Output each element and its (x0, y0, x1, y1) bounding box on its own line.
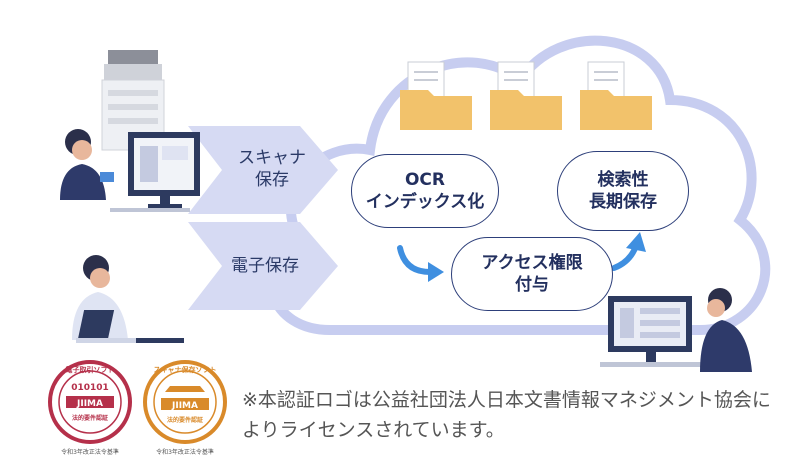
svg-text:010101: 010101 (71, 383, 109, 393)
access-rights-pill: アクセス権限 付与 (451, 237, 613, 311)
ocr-indexing-line1: OCR (404, 170, 446, 190)
certification-footnote: ※本認証ロゴは公益社団法人日本文書情報マネジメント協会によりライセンスされていま… (242, 389, 771, 441)
office-worker-scanning-icon (60, 129, 200, 212)
folder-icon (490, 61, 562, 130)
jiima-electronic-transaction-badge: 電子取引ソフト 010101 JIIMA 法的要件認証 令和3年改正法令基準 (48, 360, 132, 456)
svg-text:法的要件認証: 法的要件認証 (167, 416, 203, 424)
svg-text:スキャナ保存ソフト: スキャナ保存ソフト (154, 365, 217, 374)
svg-text:JIIMA: JIIMA (171, 401, 198, 411)
searchability-retention-pill: 検索性 長期保存 (557, 151, 689, 231)
flow-arrow-icon (397, 245, 433, 275)
flow-arrowhead-icon (428, 262, 444, 282)
searchability-line1: 検索性 (597, 170, 649, 190)
office-worker-laptop-icon (72, 255, 184, 343)
access-rights-line1: アクセス権限 (481, 253, 583, 273)
svg-text:令和3年改正法令基準: 令和3年改正法令基準 (156, 448, 214, 456)
ocr-indexing-pill: OCR インデックス化 (351, 154, 499, 228)
scanner-arrow (188, 126, 338, 214)
flow-arrowhead-icon (626, 232, 646, 252)
svg-text:法的要件認証: 法的要件認証 (72, 414, 108, 422)
scanner-storage-label-line2: 保存 (255, 170, 289, 190)
scanner-storage-label: スキャナ 保存 (222, 147, 322, 191)
ocr-indexing-line2: インデックス化 (365, 192, 485, 212)
svg-text:JIIMA: JIIMA (76, 399, 103, 409)
office-worker-monitor-icon (600, 288, 752, 372)
folder-icon (400, 61, 472, 130)
folder-icon (580, 61, 652, 130)
searchability-line2: 長期保存 (589, 192, 657, 212)
access-rights-line2: 付与 (515, 275, 549, 295)
electronic-storage-label: 電子保存 (231, 256, 299, 276)
electronic-arrow (188, 222, 338, 310)
jiima-scanner-storage-badge: スキャナ保存ソフト JIIMA 法的要件認証 令和3年改正法令基準 (143, 360, 227, 456)
svg-text:令和3年改正法令基準: 令和3年改正法令基準 (61, 448, 119, 456)
scanner-storage-label-line1: スキャナ (238, 148, 306, 168)
svg-text:電子取引ソフト: 電子取引ソフト (66, 365, 115, 374)
